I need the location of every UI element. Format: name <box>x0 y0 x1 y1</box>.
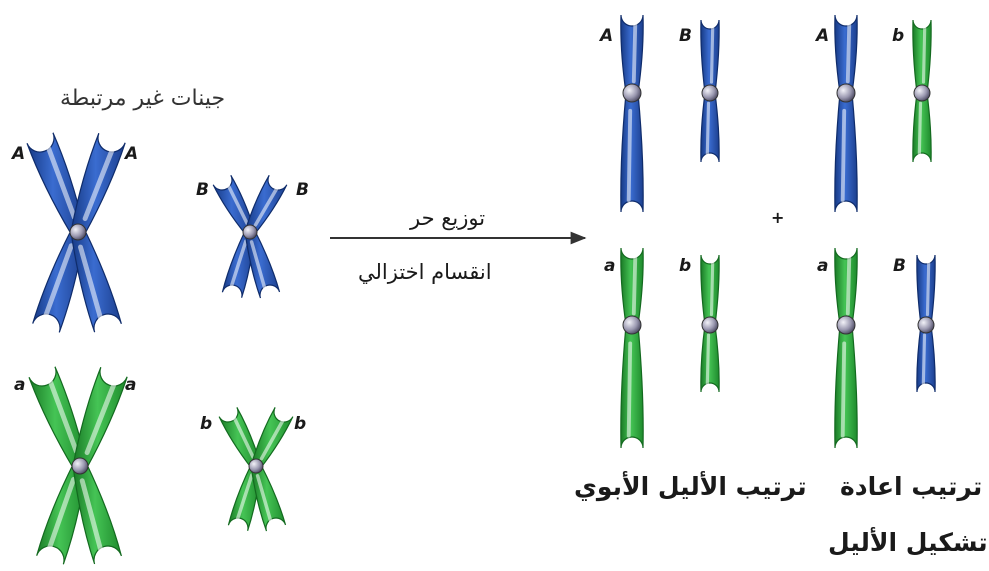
gamete-B-arm-highlight <box>707 103 708 155</box>
gamete-b-arm-highlight <box>707 335 708 385</box>
chromosome-BB-centromere <box>243 225 257 239</box>
allele-label-a: a <box>125 375 136 395</box>
gamete-a-arm-highlight <box>629 343 631 435</box>
gamete-B-centromere <box>702 85 718 101</box>
allele-label-a: a <box>817 256 828 276</box>
gamete-b-recomb-arm-highlight <box>924 27 925 82</box>
allele-label-B: B <box>893 256 906 276</box>
gamete-b-recomb-centromere <box>914 85 930 101</box>
gamete-b-recomb-arm-highlight <box>919 103 920 155</box>
allele-label-a: a <box>604 256 615 276</box>
gamete-b-centromere <box>702 317 718 333</box>
allele-label-B: B <box>196 180 209 200</box>
allele-label-b: b <box>294 414 306 434</box>
allele-label-A: A <box>816 26 829 46</box>
chromosome-AA-centromere <box>70 224 86 240</box>
meiosis-label: انقسام اختزالي <box>358 260 492 284</box>
gamete-a-arm-highlight <box>634 256 636 314</box>
gamete-A-recomb-arm-highlight <box>848 23 850 82</box>
gamete-b-arm-highlight <box>712 262 713 315</box>
gamete-a-recomb-arm-highlight <box>843 343 845 435</box>
allele-label-b: b <box>892 26 904 46</box>
allele-label-A: A <box>125 144 138 164</box>
gamete-A-arm-highlight <box>629 111 631 200</box>
chromosome-bb-arm <box>251 464 285 531</box>
gamete-A-arm-highlight <box>634 23 636 82</box>
allele-label-b: b <box>679 256 691 276</box>
free-assortment-label: توزيع حر <box>410 206 485 230</box>
recombination-label-line1: ترتيب اعادة <box>840 472 982 501</box>
allele-label-b: b <box>200 414 212 434</box>
unlinked-genes-label: جينات غير مرتبطة <box>60 86 225 111</box>
plus-sign: + <box>771 208 784 227</box>
allele-label-a: a <box>14 375 25 395</box>
gamete-B-recomb-arm-highlight <box>923 335 924 385</box>
gamete-B-recomb-arm-highlight <box>928 262 929 315</box>
gamete-a-recomb-centromere <box>837 316 855 334</box>
gamete-A-centromere <box>623 84 641 102</box>
parental-arrangement-label: ترتيب الأليل الأبوي <box>574 472 807 501</box>
gamete-a-recomb-arm-highlight <box>848 256 850 314</box>
allele-label-A: A <box>12 144 25 164</box>
gamete-B-arm-highlight <box>712 27 713 82</box>
allele-label-B: B <box>679 26 692 46</box>
gamete-B-recomb-centromere <box>918 317 934 333</box>
chromosome-bb-centromere <box>249 459 263 473</box>
gamete-A-recomb-arm-highlight <box>843 111 845 200</box>
chromosome-aa-centromere <box>72 458 88 474</box>
allele-label-A: A <box>600 26 613 46</box>
gamete-a-centromere <box>623 316 641 334</box>
gamete-A-recomb-centromere <box>837 84 855 102</box>
allele-label-B: B <box>296 180 309 200</box>
chromosome-BB-arm <box>245 230 279 298</box>
recombination-label-line2: تشكيل الأليل <box>828 528 988 557</box>
